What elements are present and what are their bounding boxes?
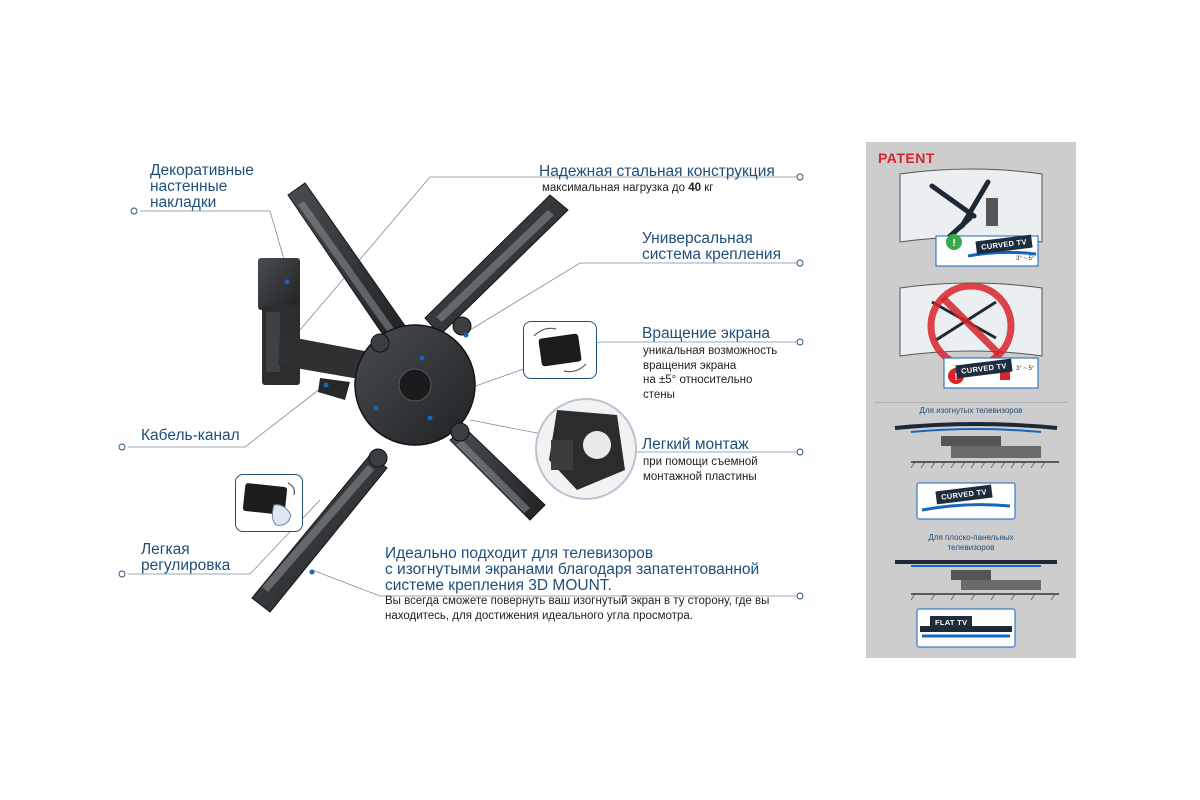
flat-side-view — [895, 560, 1059, 601]
angle-label-ok: 3° ~ 5° — [1016, 256, 1035, 262]
curved-side-view — [894, 422, 1059, 469]
callout-cable-title: Кабель-канал — [141, 427, 240, 444]
rotation-inset — [523, 321, 597, 379]
patent-panel: PATENT ! CURVED TV 3° ~ 5° ! CURVED TV 3… — [866, 142, 1076, 658]
callout-steel-desc: максимальная нагрузка до 40 кг — [542, 182, 714, 194]
callout-rotation-title: Вращение экрана — [642, 325, 771, 342]
rotation-screen-icon — [533, 327, 587, 373]
panel-divider — [874, 402, 1068, 403]
callout-steel-title: Надежная стальная конструкция — [539, 163, 775, 180]
caption-flat-tv: Для плоско-панельных телевизоров — [928, 533, 1014, 552]
callout-adjust-title: Легкая регулировка — [141, 541, 231, 574]
callout-curved-desc: Вы всегда сможете повернуть ваш изогнуты… — [385, 595, 770, 622]
curved-tv-wrong-illustration: ! — [899, 282, 1043, 389]
caption-curved-tv: Для изогнутых телевизоров — [919, 406, 1023, 415]
callout-universal-title: Универсальная система крепления — [642, 230, 781, 263]
tag-flat-tv: FLAT TV — [930, 616, 973, 629]
hand-adjust-icon — [242, 482, 295, 526]
adjust-inset — [235, 474, 303, 532]
angle-label-wrong: 3° ~ 5° — [1016, 366, 1035, 372]
callout-install-title: Легкий монтаж — [642, 436, 749, 453]
mounting-plate-closeup — [549, 410, 625, 490]
callout-decorative-title: Декоративные настенные накладки — [150, 162, 254, 211]
svg-text:!: ! — [952, 238, 955, 249]
patent-label: PATENT — [878, 150, 935, 166]
install-magnifier — [535, 398, 637, 500]
callout-install-desc: при помощи съемной монтажной пластины — [643, 456, 758, 483]
callout-rotation-desc: уникальная возможность вращения экрана н… — [643, 345, 778, 401]
center-plate — [354, 316, 476, 468]
callout-curved-title: Идеально подходит для телевизоров с изог… — [385, 545, 760, 594]
